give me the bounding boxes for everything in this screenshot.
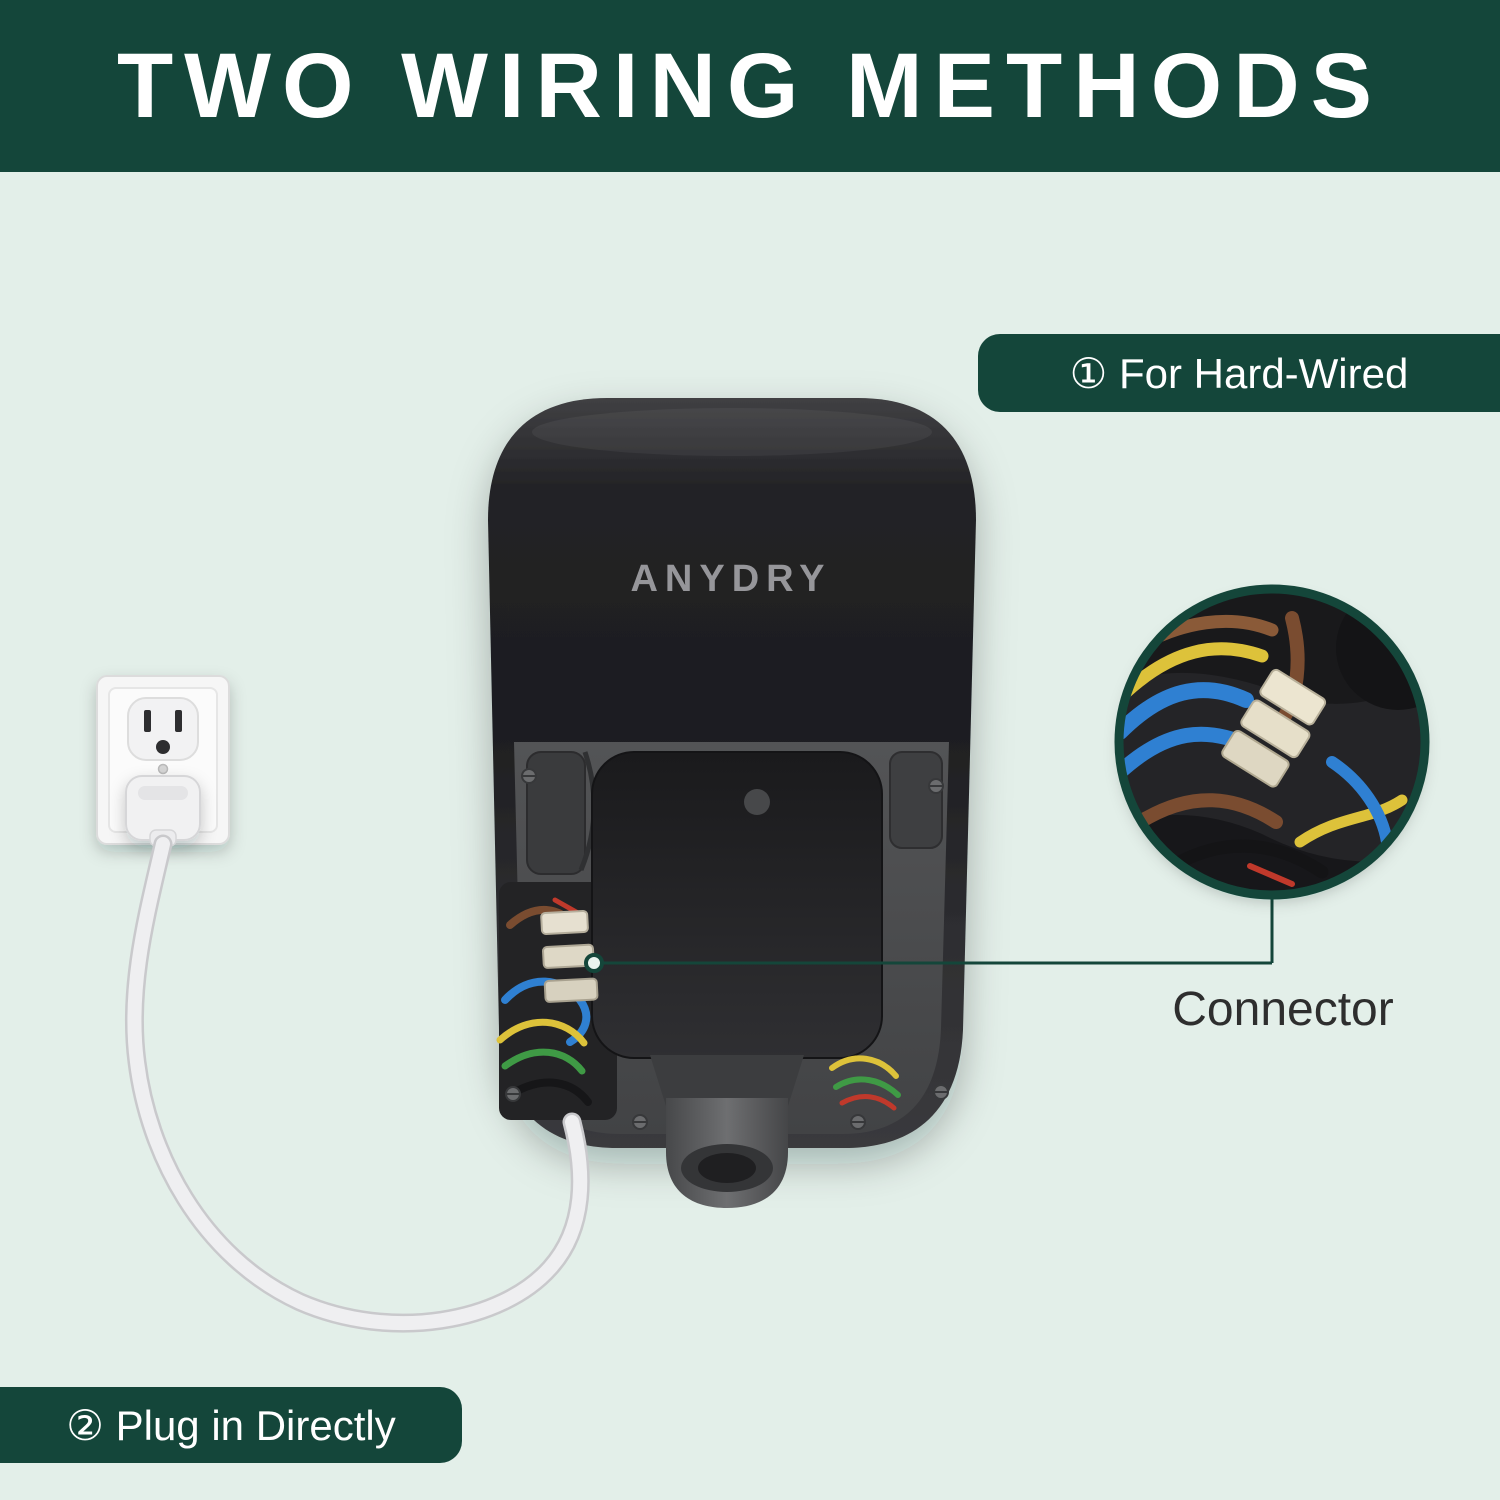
motor-housing [591,751,883,1059]
air-nozzle [650,1055,804,1208]
inset-border [1114,584,1430,900]
wall-outlet [96,675,230,847]
connector-label: Connector [1172,983,1394,1036]
page-title: TWO WIRING METHODS [116,34,1384,137]
plug-in-badge: ② Plug in Directly [0,1387,462,1463]
connector-callout-line [584,898,1274,973]
plug-in-badge-label: ② Plug in Directly [66,1401,396,1449]
power-plug [125,775,201,847]
power-cable [124,834,590,1333]
hard-wired-badge-label: ① For Hard-Wired [1069,349,1409,397]
header-banner: TWO WIRING METHODS [0,0,1500,172]
hand-dryer-device [488,398,976,1208]
hard-wired-badge: ① For Hard-Wired [978,334,1500,412]
connector-zoom-inset [1114,584,1430,900]
panel-screws [505,768,949,1130]
wire-connector-blocks [540,909,599,1003]
bottom-right-wires [829,1055,901,1111]
inset-connector-blocks [1221,668,1327,788]
